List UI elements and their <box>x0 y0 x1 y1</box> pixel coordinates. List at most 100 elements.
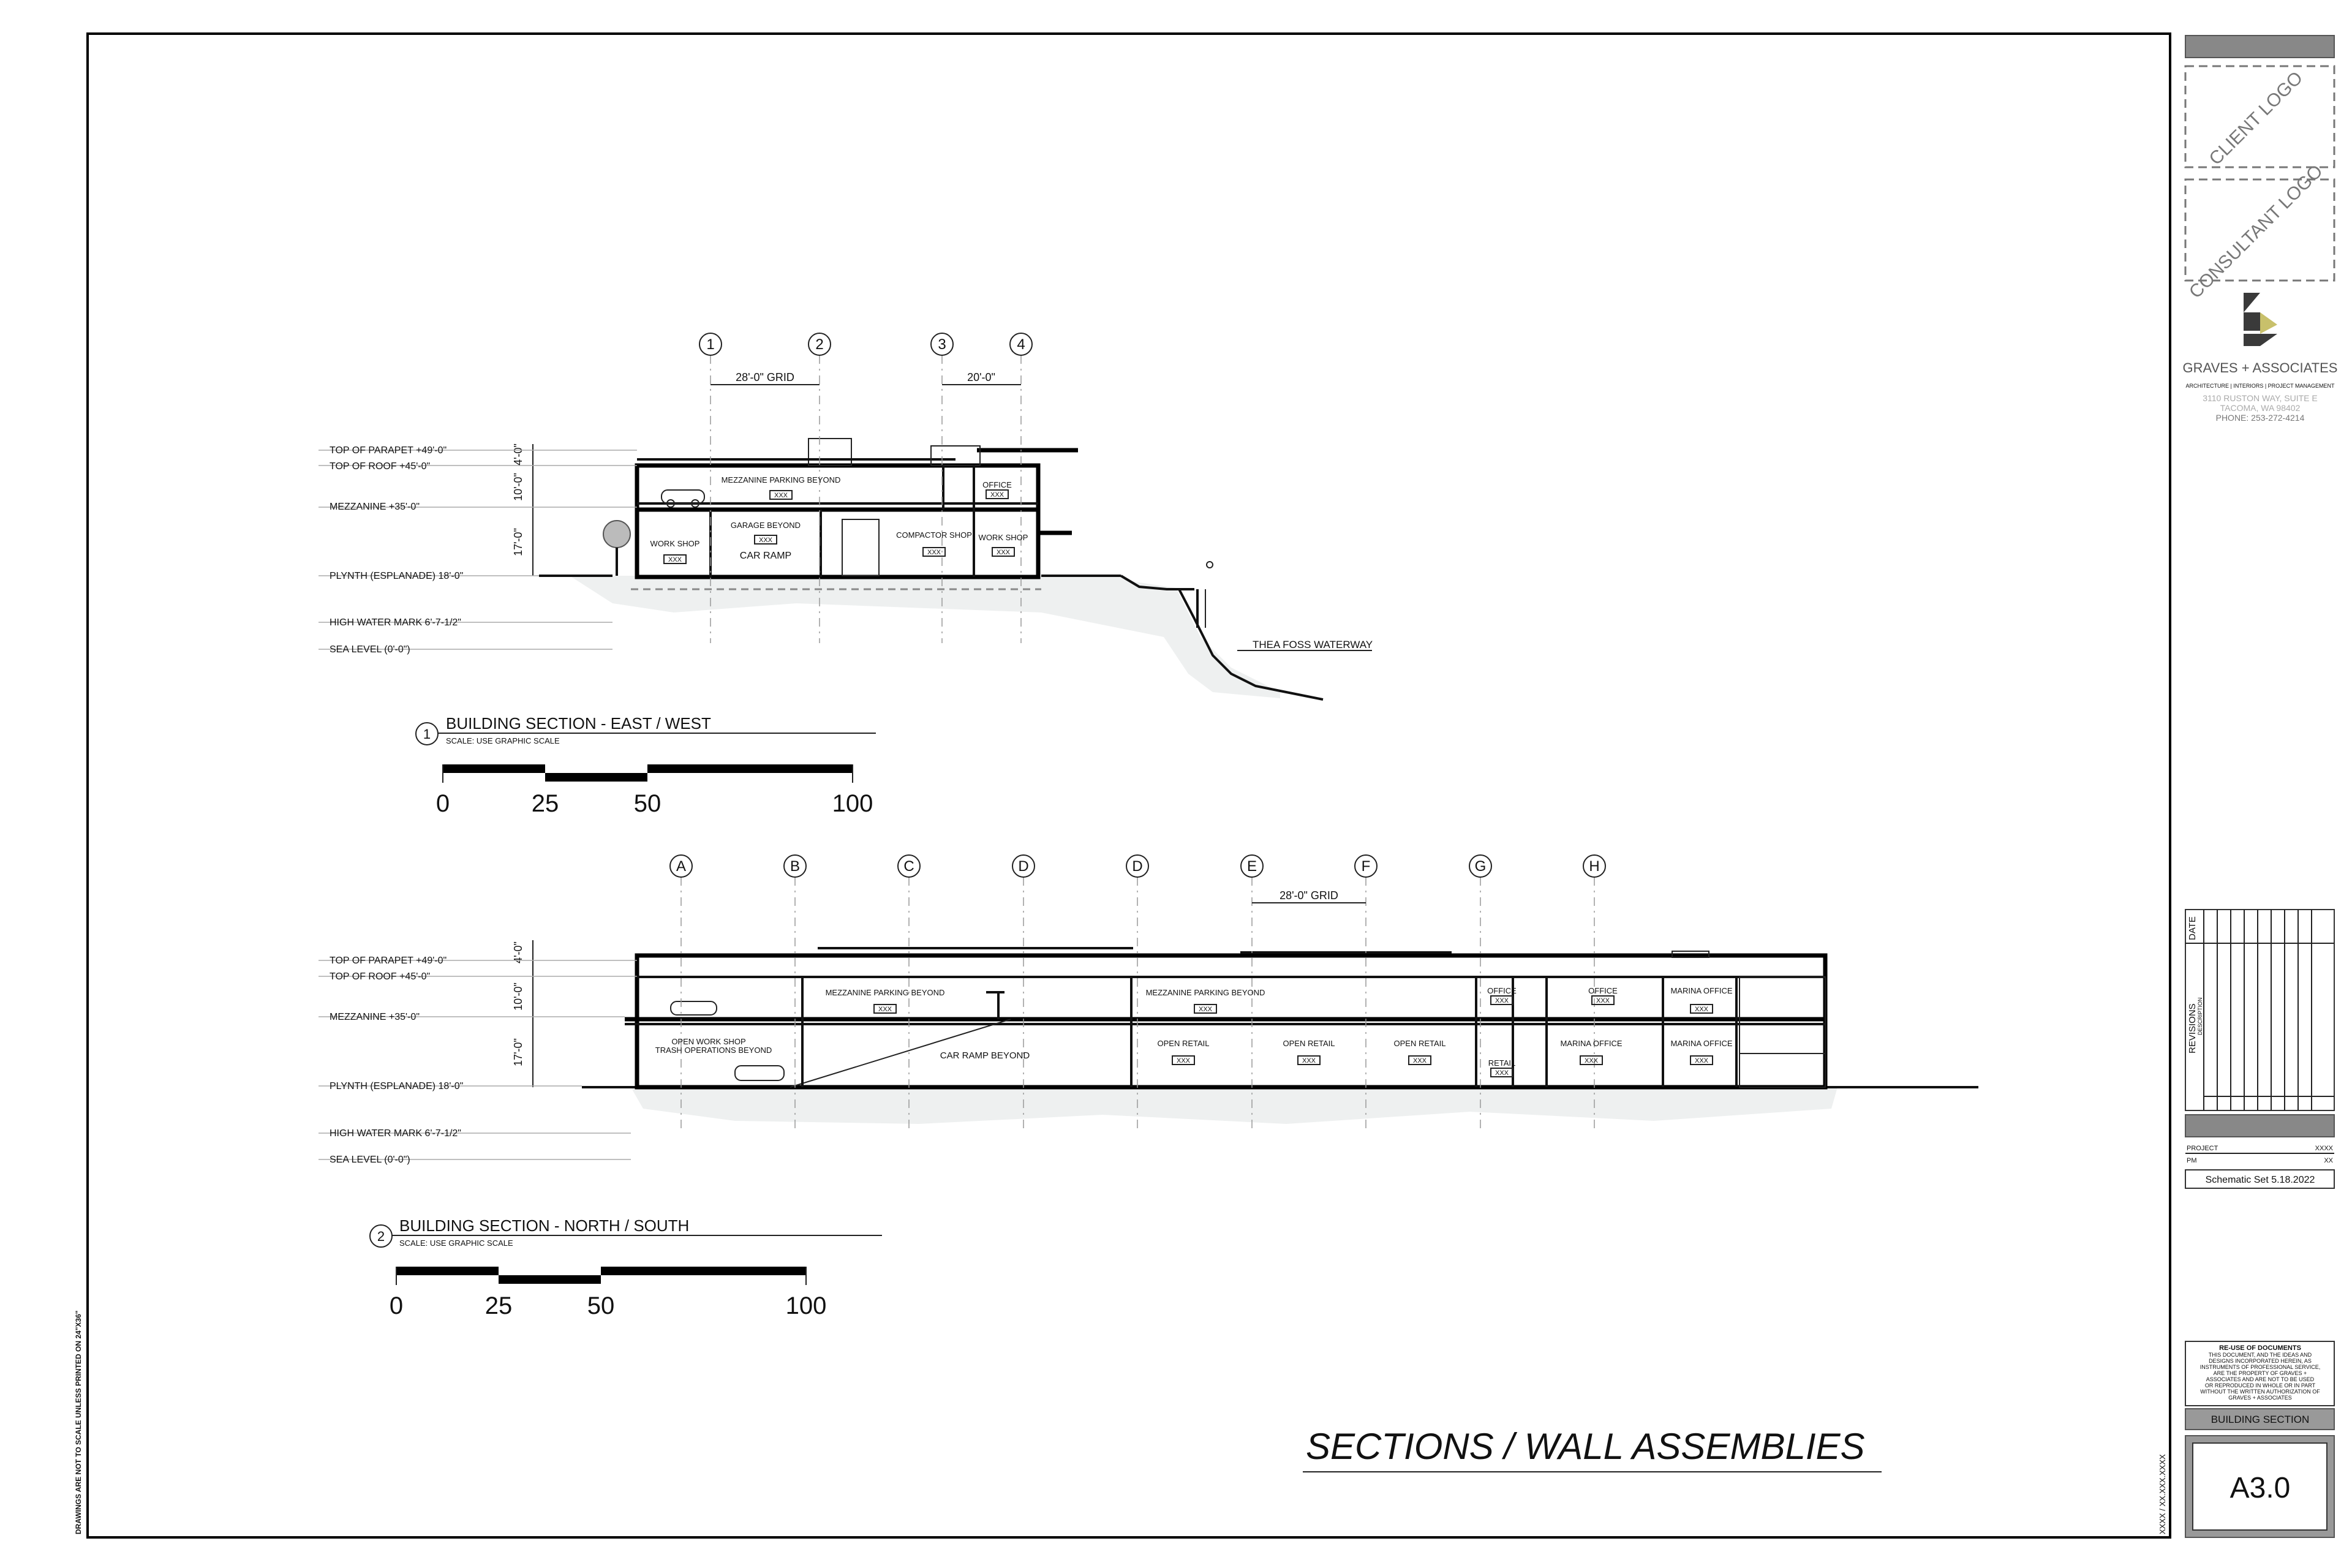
section-1-drawing: 1 2 3 4 28'-0" GRID 20'-0" 4'-0" 10'-0" … <box>318 333 1373 701</box>
room-tag: XXX <box>1495 1069 1509 1077</box>
grid-bubble-g <box>1469 854 1492 878</box>
scale-bar-label: 50 <box>587 1292 615 1319</box>
room-tag: XXX <box>774 492 788 499</box>
room-tag-box <box>1490 1068 1513 1077</box>
consultant-logo-box <box>2184 178 2335 282</box>
room-tag-box <box>1490 995 1513 1005</box>
room-open-work-shop: OPEN WORK SHOP <box>671 1037 745 1046</box>
room-tag: XXX <box>759 537 773 544</box>
ground-fill <box>631 1087 1838 1124</box>
client-logo-label: CLIENT LOGO <box>2205 67 2307 169</box>
room-tag-box <box>986 489 1009 499</box>
grid-label-d2: D <box>1132 858 1142 875</box>
room-open-retail-1: OPEN RETAIL <box>1157 1039 1209 1048</box>
reuse-line: INSTRUMENTS OF PROFESSIONAL SERVICE, <box>2200 1364 2321 1370</box>
grid-bubble-a <box>669 854 693 878</box>
room-tag: XXX <box>1199 1006 1213 1013</box>
pm-value: XX <box>2324 1157 2333 1164</box>
reuse-line: OR REPRODUCED IN WHOLE OR IN PART <box>2205 1382 2316 1389</box>
grid-label-d1: D <box>1018 858 1028 875</box>
level-sea: SEA LEVEL (0'-0") <box>330 644 410 655</box>
roof-parapet <box>1672 951 1709 958</box>
title-block-header-bar <box>2185 35 2335 58</box>
scale-bar-label: 50 <box>634 790 662 817</box>
section-2-drawing: A B C D D E F G H 28'-0" GRID 4'-0" 10'-… <box>318 854 1978 1165</box>
reuse-line: THIS DOCUMENT, AND THE IDEAS AND <box>2209 1352 2312 1358</box>
scale-bar-label: 25 <box>485 1292 513 1319</box>
title-block: CLIENT LOGO CONSULTANT LOGO GRAVES + ASS… <box>2183 35 2337 1538</box>
grid-bubble-c <box>897 854 921 878</box>
room-tag: XXX <box>668 556 682 564</box>
vdim-3: 17'-0" <box>512 1038 524 1066</box>
car-1-wheel-2 <box>691 499 699 508</box>
room-tag-box <box>873 1004 897 1014</box>
level-plynth: PLYNTH (ESPLANADE) 18'-0" <box>330 571 463 581</box>
revisions-table <box>2185 909 2335 1111</box>
dim-b: 20'-0" <box>967 371 995 383</box>
grid-bubble-e <box>1240 854 1264 878</box>
reuse-line: DESIGNS INCORPORATED HEREIN, AS <box>2209 1358 2312 1364</box>
grid-bubble-d2 <box>1126 854 1149 878</box>
firm-subtitle: ARCHITECTURE | INTERIORS | PROJECT MANAG… <box>2185 383 2335 389</box>
room-tag-box <box>754 535 777 545</box>
scale-bar-label: 0 <box>436 790 450 817</box>
grid-bubble-4 <box>1009 333 1033 356</box>
section-title: BUILDING SECTION - NORTH / SOUTH <box>399 1216 689 1235</box>
scale-bar-label: 100 <box>832 790 873 817</box>
grid-bubble-3 <box>930 333 954 356</box>
car-ramp-slope <box>790 1019 1011 1088</box>
room-mezz-parking-2: MEZZANINE PARKING BEYOND <box>1146 988 1265 997</box>
room-compactor: COMPACTOR SHOP <box>896 530 972 540</box>
grid-bubble-2 <box>808 333 831 356</box>
room-tag-box <box>1690 1055 1713 1065</box>
room-tag-box <box>663 554 687 564</box>
scale-bar-label: 100 <box>786 1292 827 1319</box>
grid-label-2: 2 <box>815 336 823 353</box>
pm-label: PM <box>2187 1157 2197 1164</box>
vdim-2: 10'-0" <box>512 473 524 501</box>
dim: 28'-0" GRID <box>1280 889 1338 902</box>
room-marina-office-top: MARINA OFFICE <box>1670 986 1732 995</box>
room-marina-office-2: MARINA OFFICE <box>1670 1039 1732 1048</box>
room-office-1: OFFICE <box>1487 986 1517 995</box>
logo-shape-2 <box>2244 312 2260 331</box>
scale-bar-seg <box>396 1267 499 1275</box>
grid-label-h: H <box>1589 858 1599 875</box>
room-open-retail-2: OPEN RETAIL <box>1283 1039 1335 1048</box>
waterway-label: THEA FOSS WATERWAY <box>1253 639 1373 650</box>
reuse-title: RE-USE OF DOCUMENTS <box>2219 1344 2301 1352</box>
scale-bar-seg <box>499 1275 601 1284</box>
dim-a: 28'-0" GRID <box>736 371 794 383</box>
room-tag: XXX <box>1495 997 1509 1005</box>
room-tag-box <box>1172 1055 1195 1065</box>
section-title: BUILDING SECTION - EAST / WEST <box>446 714 711 733</box>
scale-bar-seg <box>443 764 545 773</box>
room-car-ramp: CAR RAMP <box>740 551 791 561</box>
sheet-code-vertical: XXXX / XX.XXX.XXXX <box>2158 1454 2167 1534</box>
grid-label-b: B <box>790 858 800 875</box>
project-label: PROJECT <box>2187 1145 2218 1152</box>
level-sea: SEA LEVEL (0'-0") <box>330 1155 410 1165</box>
level-plynth: PLYNTH (ESPLANADE) 18'-0" <box>330 1081 463 1091</box>
room-office-2: OFFICE <box>1588 986 1618 995</box>
room-tag-box <box>1297 1055 1321 1065</box>
room-car-ramp: CAR RAMP BEYOND <box>940 1050 1030 1061</box>
room-mezz-parking-1: MEZZANINE PARKING BEYOND <box>826 988 945 997</box>
room-tag-box <box>1408 1055 1431 1065</box>
section-1-title-block: 1 BUILDING SECTION - EAST / WEST SCALE: … <box>415 714 876 817</box>
grid-bubbles <box>669 854 1606 878</box>
room-tag-box <box>992 547 1015 557</box>
room-tag: XXX <box>878 1006 892 1013</box>
grid-bubble-h <box>1583 854 1606 878</box>
room-marina-office-1: MARINA OFFICE <box>1560 1039 1622 1048</box>
scale-bar-label: 25 <box>532 790 559 817</box>
room-tag: XXX <box>927 549 941 556</box>
drawing-name: BUILDING SECTION <box>2211 1414 2310 1425</box>
reuse-box <box>2185 1341 2335 1406</box>
project-value: XXXX <box>2315 1145 2334 1152</box>
car-1 <box>661 489 705 504</box>
grid-label-g: G <box>1475 858 1487 875</box>
reuse-line: WITHOUT THE WRITTEN AUTHORIZATION OF <box>2200 1389 2320 1395</box>
car-1 <box>670 1001 717 1016</box>
scale-bar-seg <box>601 1267 806 1275</box>
